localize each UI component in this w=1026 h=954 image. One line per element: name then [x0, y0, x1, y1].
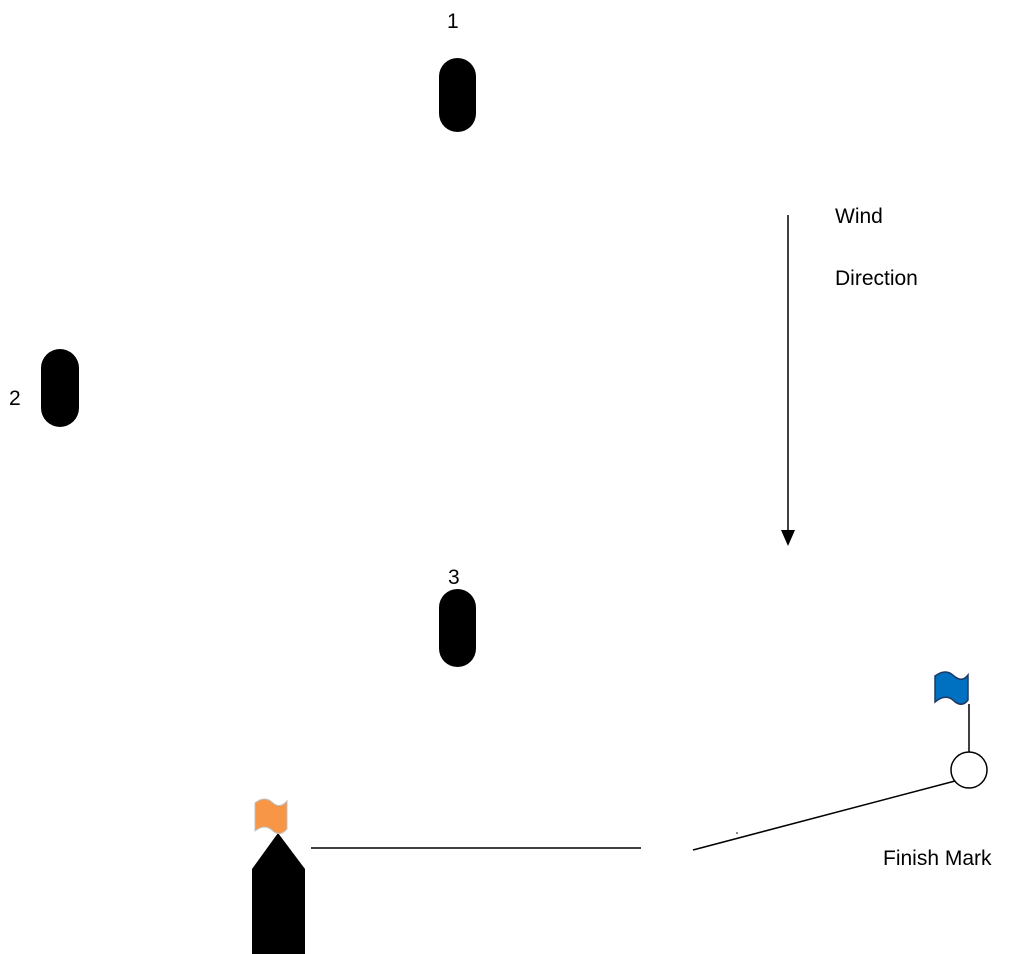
mark-2-buoy: [41, 349, 79, 427]
mark-2-label: 2: [9, 387, 21, 410]
orange-flag-icon: [254, 798, 288, 835]
finish-mark-buoy: [950, 751, 988, 789]
finish-line: [692, 780, 956, 851]
mark-3-buoy: [439, 589, 476, 667]
wind-label: Wind: [835, 205, 883, 228]
stray-dot: [736, 832, 738, 834]
wind-arrow-head: [781, 530, 795, 546]
mark-1-buoy: [439, 58, 476, 132]
blue-flag-icon: [934, 671, 969, 705]
mark-3-label: 3: [448, 566, 460, 589]
committee-boat: [252, 833, 305, 954]
finish-mark-label: Finish Mark: [883, 847, 992, 870]
mark-1-label: 1: [447, 10, 459, 33]
direction-label: Direction: [835, 267, 918, 290]
